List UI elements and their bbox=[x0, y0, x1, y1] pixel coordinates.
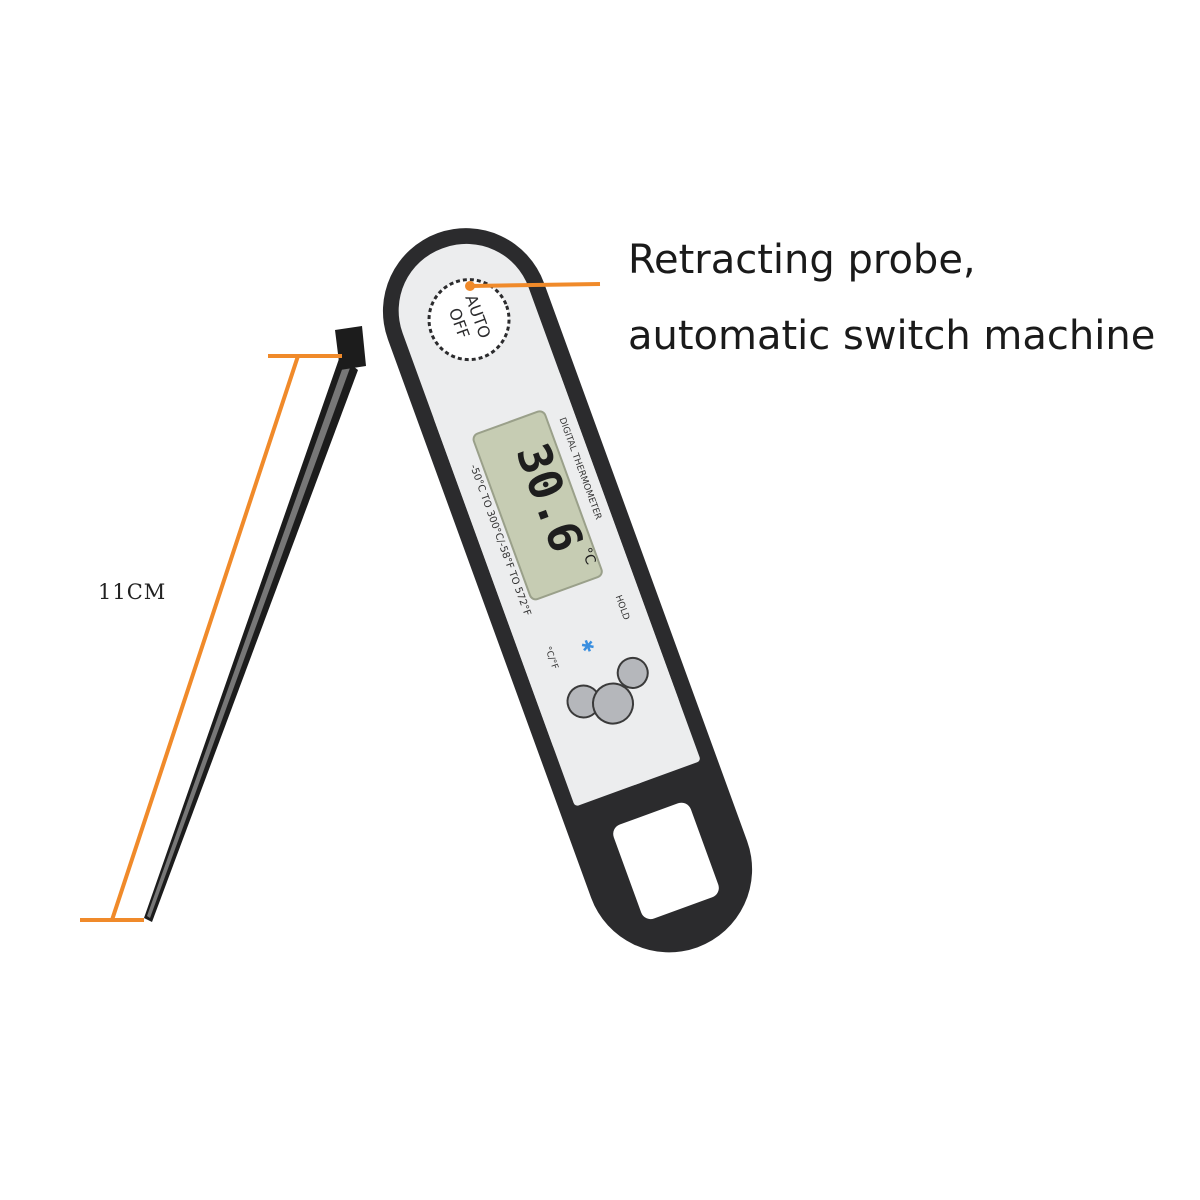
probe-hinge bbox=[335, 326, 366, 370]
dimension-label: 11CM bbox=[98, 580, 167, 604]
backlight-icon: ✱ bbox=[578, 635, 597, 657]
thermometer-body: AUTO OFF DIGITAL THERMOMETER -50°C TO 30… bbox=[382, 228, 753, 953]
probe-highlight bbox=[147, 364, 350, 918]
callout-caption: Retracting probe, automatic switch machi… bbox=[628, 222, 1155, 374]
temperature-unit: °C bbox=[578, 546, 599, 567]
callout-leader-line bbox=[469, 282, 601, 288]
dimension-line bbox=[110, 355, 300, 921]
auto-off-badge bbox=[427, 278, 511, 362]
backlight-button[interactable] bbox=[587, 678, 638, 729]
lcd-screen bbox=[472, 410, 603, 601]
callout-line-1: Retracting probe, bbox=[628, 237, 976, 283]
hang-hole bbox=[613, 802, 719, 920]
callout-line-2: automatic switch machine bbox=[628, 313, 1156, 359]
hold-button[interactable] bbox=[614, 654, 652, 692]
